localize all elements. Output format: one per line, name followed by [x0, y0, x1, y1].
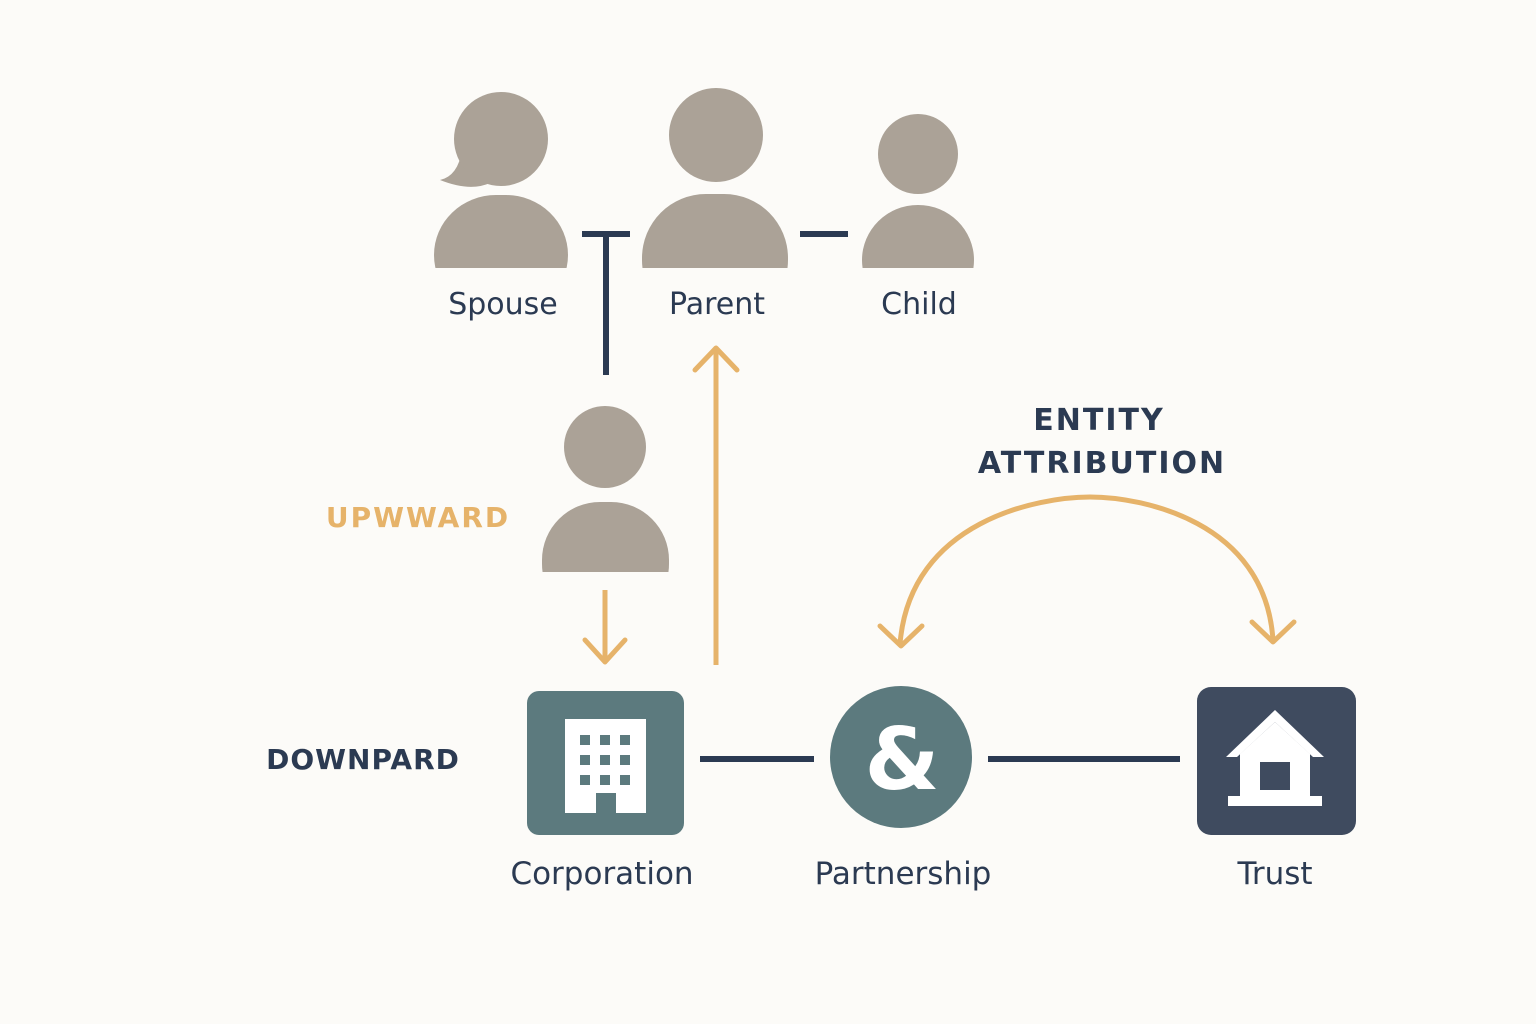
partnership-node: & Partnership	[815, 686, 992, 892]
ampersand-icon: &	[865, 710, 940, 810]
entity-attribution-line2: ATTRIBUTION	[978, 446, 1226, 481]
family-connectors	[582, 231, 848, 375]
trust-node: Trust	[1197, 687, 1356, 892]
downward-arrow	[582, 590, 628, 665]
parent-label: Parent	[669, 287, 765, 322]
child-person-icon	[862, 114, 974, 268]
partnership-circle	[830, 686, 972, 828]
entity-attribution-arc	[877, 494, 1297, 649]
corporation-node: Corporation	[510, 691, 694, 892]
house-icon	[1226, 710, 1324, 806]
spouse-label: Spouse	[448, 287, 558, 322]
upward-arrow	[692, 345, 740, 665]
downward-label: DOWNPARD	[266, 743, 460, 776]
child-label: Child	[881, 287, 957, 322]
female-person-icon	[434, 92, 568, 268]
building-icon	[565, 719, 646, 813]
trust-label: Trust	[1236, 856, 1312, 892]
entity-attribution-line1: ENTITY	[1033, 403, 1164, 438]
parent-person-icon	[642, 88, 788, 268]
spouse-node: Spouse	[434, 92, 568, 322]
corporation-label: Corporation	[510, 856, 693, 892]
individual-node	[542, 406, 669, 572]
individual-person-icon	[542, 406, 669, 572]
parent-node: Parent	[642, 88, 788, 322]
partnership-label: Partnership	[815, 856, 992, 892]
upward-label: UPWWARD	[326, 501, 510, 534]
child-node: Child	[862, 114, 974, 322]
